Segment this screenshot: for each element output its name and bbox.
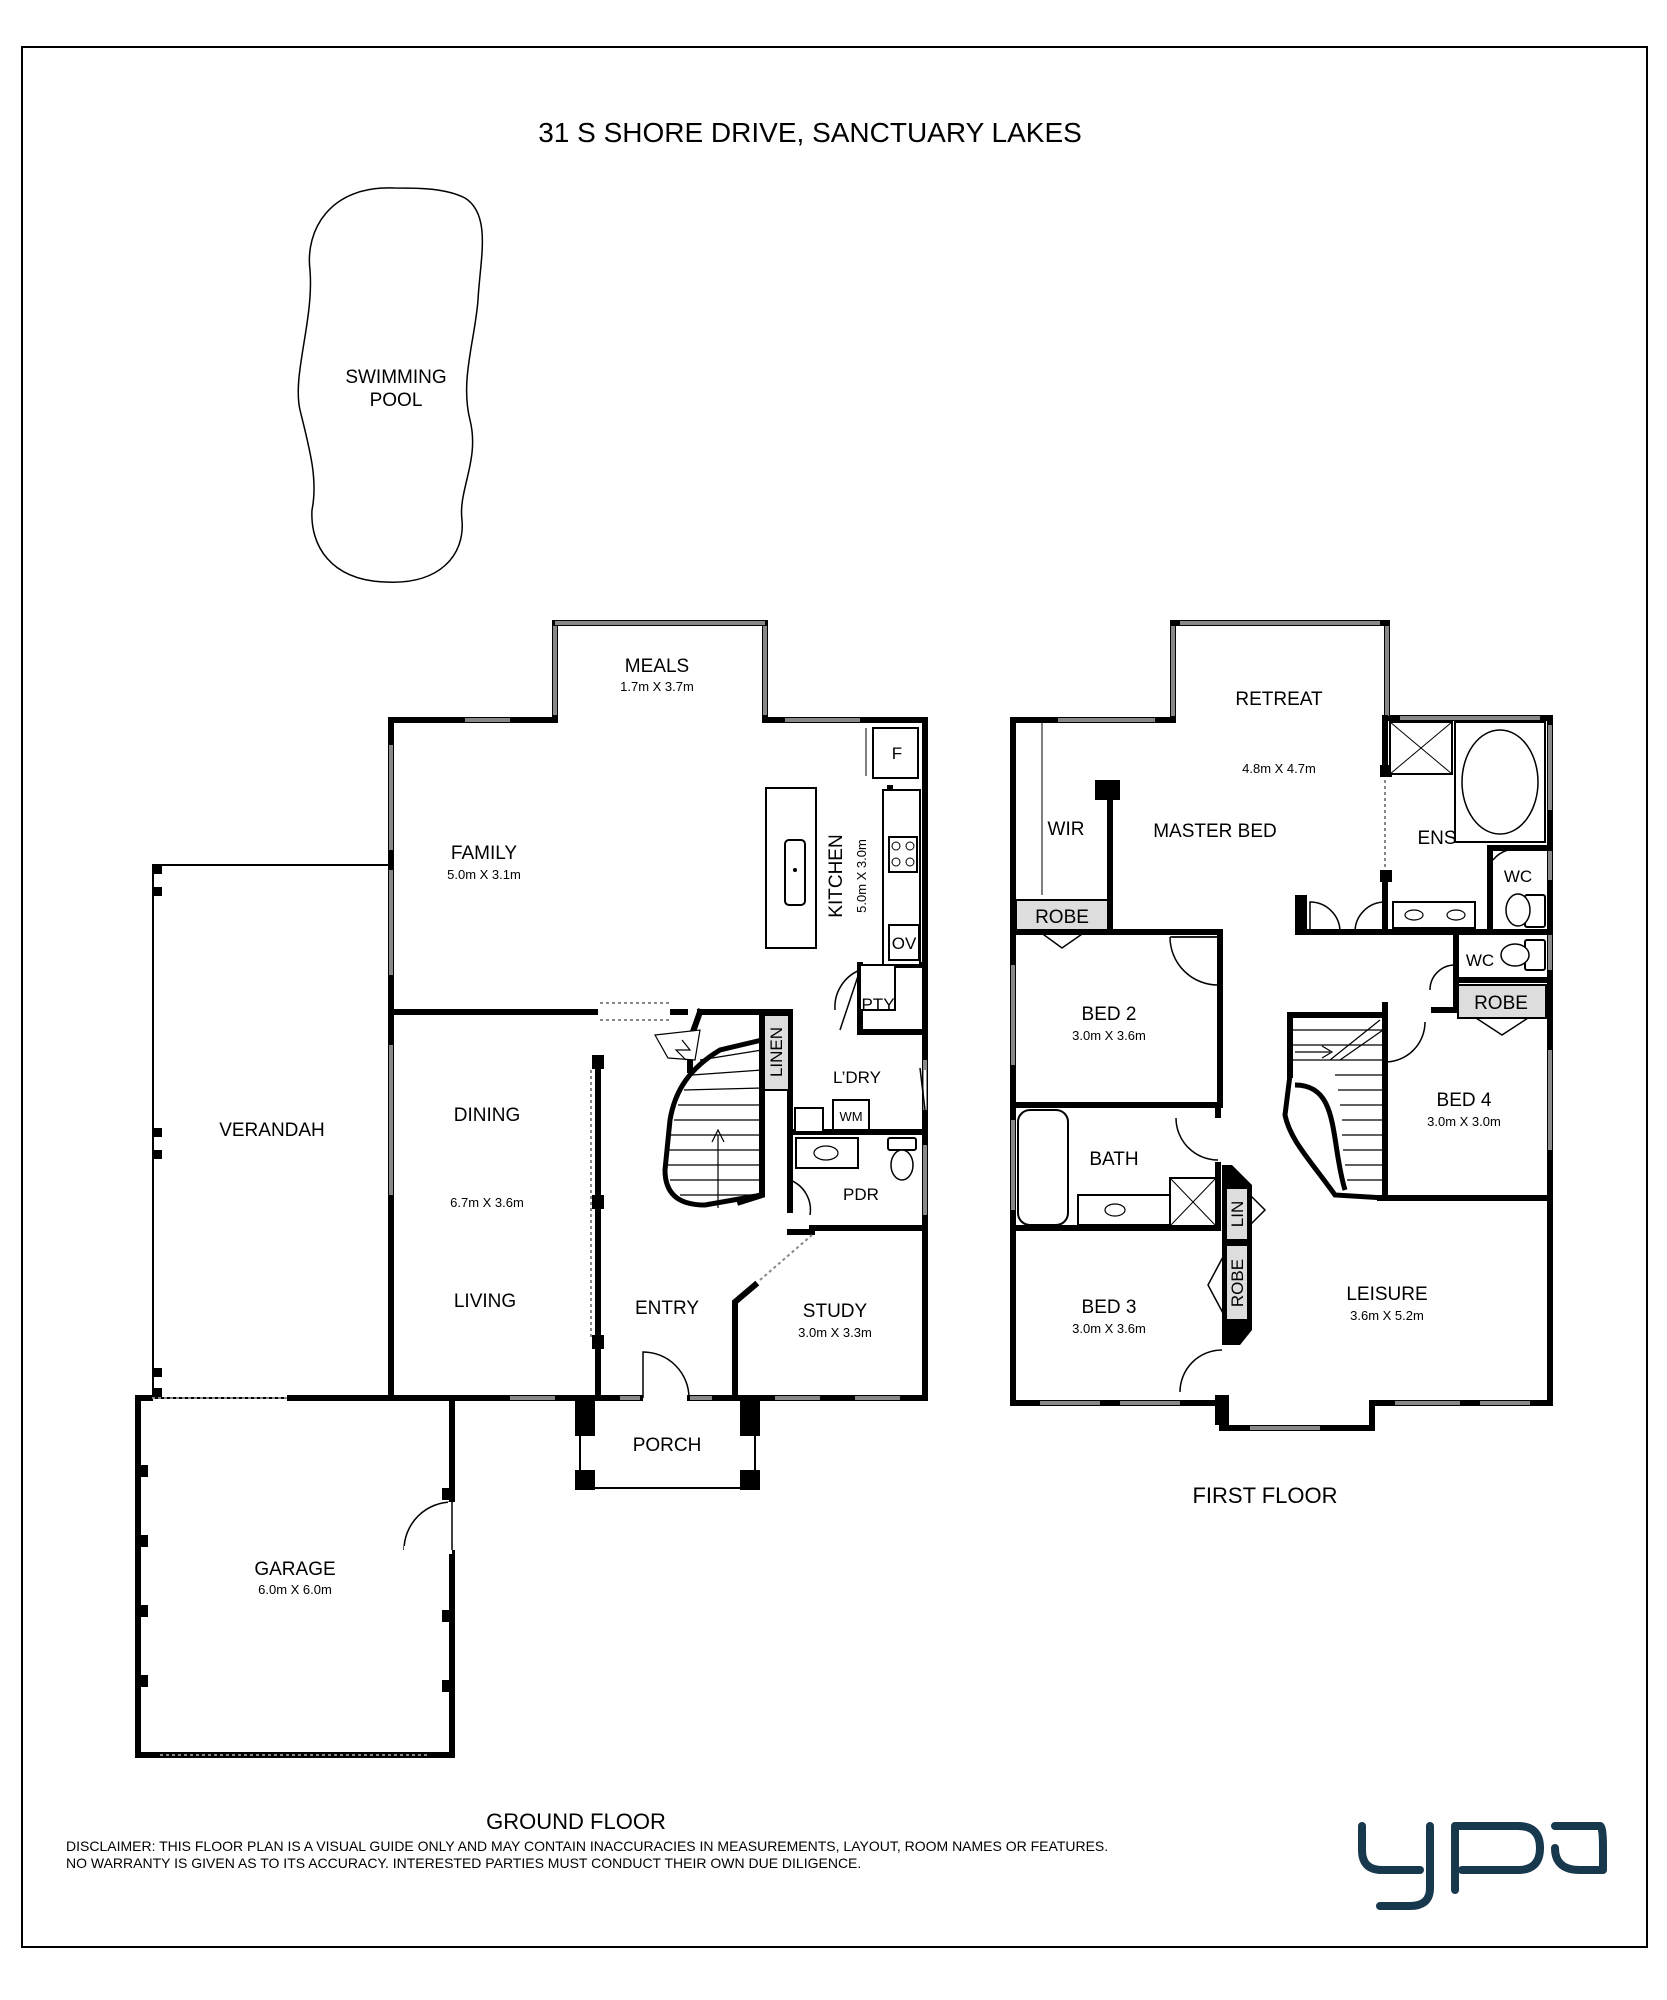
linen-label: LINEN — [767, 1027, 786, 1077]
garage-label: GARAGE — [254, 1559, 335, 1580]
island-sink — [784, 839, 806, 906]
wc-ens-label: WC — [1504, 867, 1532, 886]
living-label: LIVING — [454, 1291, 516, 1312]
retreat-label: RETREAT — [1235, 689, 1323, 710]
washing-machine-label: WM — [839, 1109, 862, 1124]
first-floor-label: FIRST FLOOR — [1192, 1483, 1337, 1508]
oven — [888, 924, 920, 961]
retreat-master-dim: 4.8m X 4.7m — [1242, 761, 1316, 776]
wc-hall-label: WC — [1466, 951, 1494, 970]
first-floor-plan: LIN ROBE — [1010, 620, 1553, 1431]
ground-floor-plan: LINEN F — [135, 620, 928, 1758]
pool-label-line2: POOL — [370, 390, 423, 411]
first-stairs — [1282, 1012, 1553, 1201]
bed4-label: BED 4 — [1437, 1090, 1492, 1111]
wir-label: WIR — [1048, 819, 1085, 840]
bed3-label: BED 3 — [1082, 1297, 1137, 1318]
lin-label: LIN — [1228, 1201, 1247, 1227]
leisure-label: LEISURE — [1346, 1284, 1427, 1305]
bed3-dim: 3.0m X 3.6m — [1072, 1321, 1146, 1336]
family-label: FAMILY — [451, 843, 517, 864]
verandah-label: VERANDAH — [219, 1120, 325, 1141]
study-label: STUDY — [803, 1301, 868, 1322]
bed2-label: BED 2 — [1082, 1004, 1137, 1025]
bath-label: BATH — [1089, 1149, 1138, 1170]
porch-label: PORCH — [633, 1435, 702, 1456]
dining-label: DINING — [454, 1105, 521, 1126]
meals-dim: 1.7m X 3.7m — [620, 679, 694, 694]
fridge — [872, 727, 919, 779]
ens-label: ENS — [1417, 828, 1456, 849]
washing-machine — [832, 1099, 870, 1131]
swimming-pool — [297, 187, 484, 583]
robe-master-label: ROBE — [1035, 907, 1089, 928]
oven-label: OV — [892, 934, 917, 953]
master-bed-label: MASTER BED — [1153, 821, 1277, 842]
pantry-label: PTY — [861, 995, 894, 1014]
meals-label: MEALS — [625, 656, 689, 677]
pdr-label: PDR — [843, 1185, 879, 1204]
ypa-logo — [1358, 1822, 1607, 1910]
disclaimer-line1: DISCLAIMER: THIS FLOOR PLAN IS A VISUAL … — [66, 1838, 1108, 1854]
plan-title: 31 S SHORE DRIVE, SANCTUARY LAKES — [538, 117, 1082, 148]
kitchen-label: KITCHEN — [826, 834, 847, 917]
cooktop — [888, 836, 918, 873]
page-border — [21, 46, 1648, 1948]
dining-living-dim: 6.7m X 3.6m — [450, 1195, 524, 1210]
ground-stairs — [654, 1008, 765, 1208]
pool-label-line1: SWIMMING — [345, 367, 446, 388]
robe-bed3-label: ROBE — [1228, 1259, 1247, 1307]
robe-bed4-label: ROBE — [1474, 993, 1528, 1014]
leisure-dim: 3.6m X 5.2m — [1350, 1308, 1424, 1323]
disclaimer-line2: NO WARRANTY IS GIVEN AS TO ITS ACCURACY.… — [66, 1855, 861, 1871]
study-dim: 3.0m X 3.3m — [798, 1325, 872, 1340]
laundry-label: L’DRY — [833, 1068, 881, 1087]
family-dim: 5.0m X 3.1m — [447, 867, 521, 882]
ground-floor-label: GROUND FLOOR — [486, 1809, 666, 1834]
garage-dim: 6.0m X 6.0m — [258, 1582, 332, 1597]
entry-label: ENTRY — [635, 1298, 699, 1319]
bed2-dim: 3.0m X 3.6m — [1072, 1028, 1146, 1043]
bed4-dim: 3.0m X 3.0m — [1427, 1114, 1501, 1129]
fridge-label: F — [892, 744, 902, 763]
kitchen-dim: 5.0m X 3.0m — [854, 839, 869, 913]
